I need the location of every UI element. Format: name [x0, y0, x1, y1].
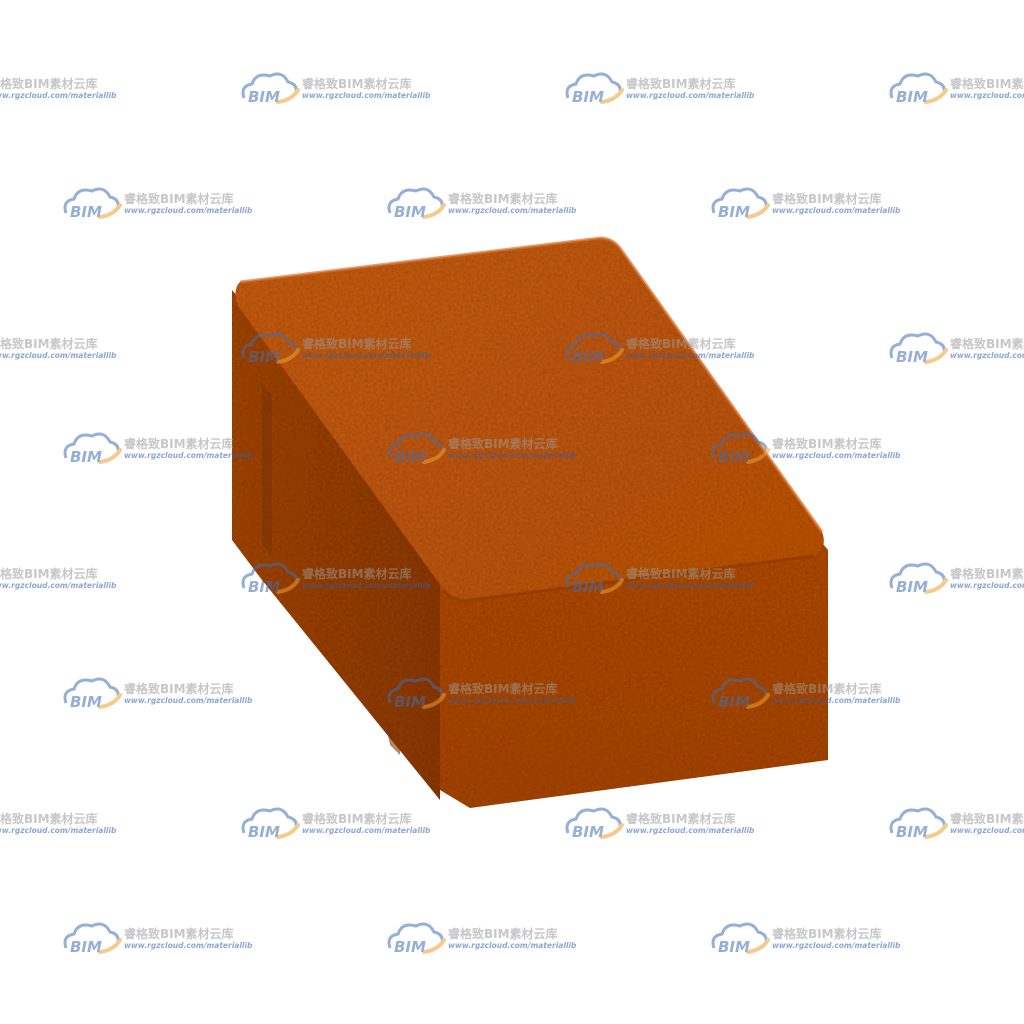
brick-left-face	[232, 290, 440, 800]
brick-front-edge	[442, 554, 815, 602]
brick-top-edge	[239, 236, 824, 533]
brick-front-face	[440, 538, 828, 808]
brick-bottom-notch	[385, 720, 400, 755]
brick-spacer-nib	[262, 385, 272, 555]
